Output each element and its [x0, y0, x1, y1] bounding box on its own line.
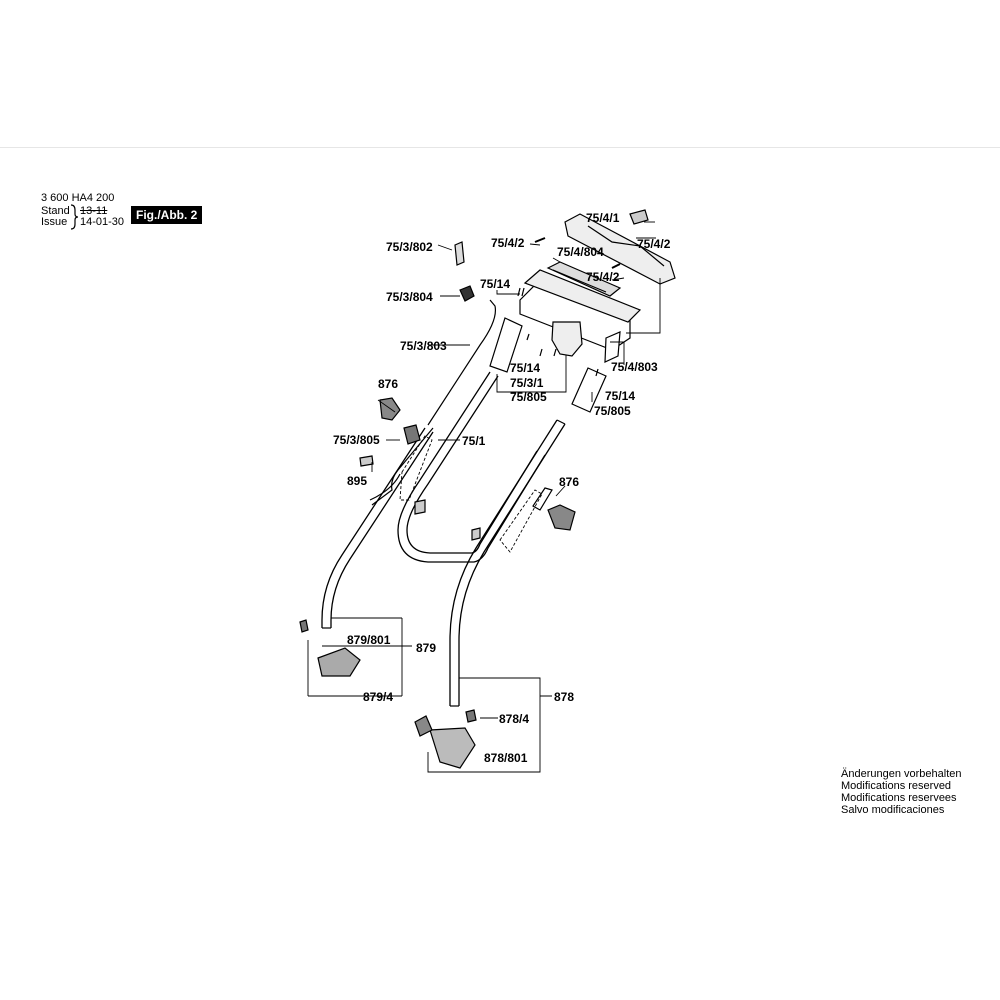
label-75-4-804: 75/4/804 [557, 245, 604, 259]
label-75-14-right: 75/14 [605, 389, 636, 403]
top-separator-line [0, 147, 1000, 148]
label-75-4-2-mid: 75/4/2 [586, 270, 620, 284]
label-878-4: 878/4 [499, 712, 530, 726]
label-879: 879 [416, 641, 437, 655]
label-75-3-1: 75/3/1 [510, 376, 544, 390]
label-878: 878 [554, 690, 575, 704]
label-879-4: 879/4 [363, 690, 394, 704]
note-line: Änderungen vorbehalten [841, 768, 962, 780]
note-line: Salvo modificaciones [841, 804, 945, 816]
issue-label: Issue [41, 216, 68, 228]
label-75-3-805: 75/3/805 [333, 433, 380, 447]
label-75-4-803: 75/4/803 [611, 360, 658, 374]
label-75-14-top: 75/14 [480, 277, 511, 291]
label-75-1: 75/1 [462, 434, 486, 448]
label-876-left: 876 [378, 377, 399, 391]
stand-label: Stand [41, 205, 70, 217]
figure-label: Fig./Abb. 2 [131, 206, 203, 224]
label-876-right: 876 [559, 475, 580, 489]
label-75-805-left: 75/805 [510, 390, 547, 404]
label-878-801: 878/801 [484, 751, 528, 765]
label-895: 895 [347, 474, 368, 488]
label-75-3-803: 75/3/803 [400, 339, 447, 353]
label-75-14-mid: 75/14 [510, 361, 541, 375]
note-line: Modifications reserved [841, 780, 952, 792]
stand-value: 13-11 [80, 205, 108, 217]
issue-value: 14-01-30 [80, 216, 125, 228]
label-75-4-2-right: 75/4/2 [637, 237, 671, 251]
part-number: 3 600 HA4 200 [41, 192, 115, 204]
label-879-801: 879/801 [347, 633, 391, 647]
label-75-4-1: 75/4/1 [586, 211, 620, 225]
label-75-4-2-top: 75/4/2 [491, 236, 525, 250]
label-75-3-804: 75/3/804 [386, 290, 433, 304]
label-75-805-right: 75/805 [594, 404, 631, 418]
modifications-note: Änderungen vorbehalten Modifications res… [841, 768, 961, 816]
label-75-3-802: 75/3/802 [386, 240, 433, 254]
note-line: Modifications reservees [841, 792, 957, 804]
